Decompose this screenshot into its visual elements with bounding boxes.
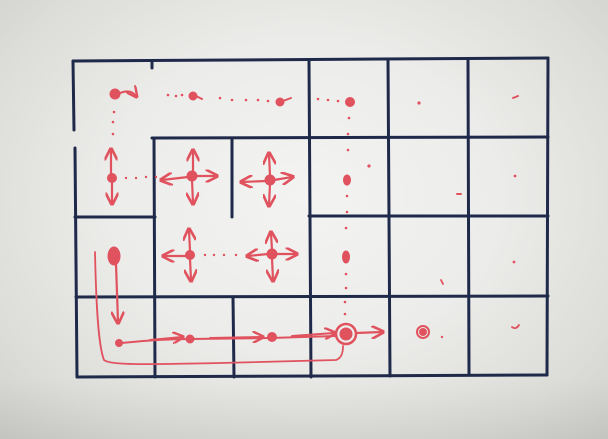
node-r4c5-ring (416, 325, 430, 339)
node-r1c3 (275, 97, 285, 107)
dot-r4c5-side (440, 335, 444, 339)
grid-left-border-lower (73, 146, 79, 379)
dot-r2c6 (513, 174, 517, 178)
dots-r1-row (166, 93, 340, 103)
red-path-drawing (94, 89, 520, 366)
arrow-r3c2-up (189, 230, 190, 253)
arrow-r3c3-down (272, 256, 273, 280)
dot-r2c4-side (367, 164, 371, 168)
node-r3c4 (342, 250, 350, 264)
dots-r3-mid (203, 253, 250, 257)
arrow-r3c2-down (190, 257, 191, 280)
grid-col-line-1 (152, 136, 157, 379)
arrow-r2c3-right (272, 177, 292, 180)
dot-r3c6 (512, 260, 516, 264)
grid-left-border-upper (71, 59, 76, 132)
arrow-goal-right (354, 332, 382, 333)
grid-lines (71, 56, 550, 379)
dots-c1-vertical (111, 110, 116, 136)
arrow-r3c3-up (271, 233, 272, 252)
arrow-r3c1-down (116, 262, 118, 322)
arrow-r1c2-small (195, 95, 203, 100)
node-r4c3 (267, 332, 277, 342)
arrow-r2c3-left (242, 181, 268, 182)
arrow-r4c3-right (291, 333, 334, 336)
mark-r3c5 (440, 279, 444, 285)
node-r4c5 (419, 328, 427, 336)
node-r3c1 (107, 246, 121, 266)
arrow-r4c1-right (149, 337, 182, 340)
arrow-r3c3-left (248, 254, 270, 256)
return-path-line (94, 251, 344, 366)
node-r4c2 (185, 334, 195, 344)
dots-r2-left (124, 175, 158, 180)
grid-row-line-1 (150, 135, 550, 140)
arrow-r2c3-up (269, 154, 270, 178)
paper-shadow (0, 379, 608, 439)
arrow-r2c2-left (162, 177, 190, 180)
goal-node-inner (339, 327, 353, 341)
node-r2c4 (343, 174, 351, 186)
mark-r1c6 (512, 95, 519, 99)
grid-col-line-3 (307, 59, 313, 379)
arrow-r2c2-down (192, 178, 193, 203)
grid-col-line-5 (466, 57, 471, 377)
arrow-r1c3-small (282, 97, 292, 102)
grid-row-line-3 (74, 294, 550, 299)
dot-r1c5 (417, 101, 421, 105)
arrow-r2c3-down (269, 182, 270, 205)
node-r1c4 (345, 97, 355, 107)
arrow-r1c1-right (117, 91, 136, 96)
arrow-r4c2-right (209, 337, 262, 338)
dots-c4-vertical (343, 116, 351, 316)
grid-col-line-4 (386, 58, 392, 378)
mark-r4c6 (511, 324, 520, 330)
grid-top-border (71, 56, 550, 63)
